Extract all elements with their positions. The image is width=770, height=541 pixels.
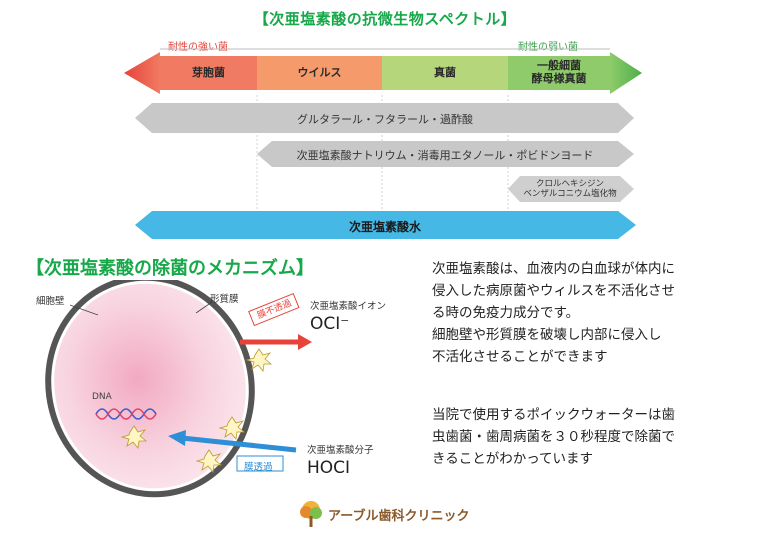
arrow-left-head [124,52,160,94]
para1-line: 細胞壁や形質膜を破壊し内部に侵入し [432,327,662,343]
bar-chlorhexidine [508,176,634,202]
segment-label-spore: 芽胞菌 [192,66,225,79]
cell-wall-leader [69,304,99,316]
cell-wall-label: 細胞壁 [36,296,65,307]
description-paragraph-1: 次亜塩素酸は、血液内の白血球が体内に 侵入した病原菌やウィルスを不活化させ る時… [432,258,752,368]
bar-label-hypochlorous-water: 次亜塩素酸水 [348,220,421,234]
para1-line: 次亜塩素酸は、血液内の白血球が体内に [432,261,675,277]
ion-label: 次亜塩素酸イオン [310,301,387,312]
segment-label-virus: ウイルス [297,66,342,79]
segment-bacteria [508,56,610,90]
strong-resistance-label: 耐性の強い菌 [168,42,228,53]
molecule-label: 次亜塩素酸分子 [307,445,374,456]
segment-fungi [382,56,508,90]
spectrum-graphic [124,48,642,239]
impermeable-box [248,292,300,327]
molecule-arrow-shaft [181,435,297,453]
dna-strand-2 [95,408,157,420]
bar-label-glutaral: グルタラール・フタラール・過酢酸 [297,113,473,126]
tree-logo-icon [300,501,322,527]
bar-hypochlorous-water [135,211,636,239]
bar-glutaral [135,103,634,133]
segment-label-fungi: 真菌 [434,66,456,79]
para1-line: 不活化させることができます [432,349,608,365]
ion-arrow-head [298,334,312,350]
mechanism-diagram [45,280,312,498]
para2-line: きることがわかっています [432,451,594,467]
segment-label-bacteria: 一般細菌 酵母様真菌 [531,59,587,85]
segment-spore [160,56,257,90]
clinic-name: アーブル歯科クリニック [328,509,470,524]
membrane-label: 形質膜 [210,294,239,305]
molecule-arrow-head [168,430,186,446]
arrow-right-head [610,52,642,94]
para2-line: 当院で使用するポイックウォーターは歯 [432,407,675,423]
weak-resistance-label: 耐性の弱い菌 [518,42,578,53]
para1-line: る時の免疫力成分です。 [432,305,580,321]
dna-strand-1 [95,408,157,420]
para1-line: 侵入した病原菌やウィルスを不活化させ [432,283,675,299]
para2-line: 虫歯菌・歯周病菌を３０秒程度で除菌で [432,429,675,445]
bar-sodium-hypochlorite [257,141,634,167]
bar-label-sodium: 次亜塩素酸ナトリウム・消毒用エタノール・ポビドンヨード [296,149,594,162]
permeable-box [236,455,284,472]
description-paragraph-2: 当院で使用するポイックウォーターは歯 虫歯菌・歯周病菌を３０秒程度で除菌で きる… [432,404,752,470]
molecule-formula: HOCI [307,458,351,478]
cytoplasm [54,283,246,489]
bar-label-chlorhexidine: クロルヘキシジン ベンザルコニウム塩化物 [523,179,617,199]
spectrum-title: 【次亜塩素酸の抗微生物スペクトル】 [253,10,517,28]
membrane-leader [195,301,213,314]
ion-formula: OCI⁻ [310,314,350,334]
mechanism-title: 【次亜塩素酸の除菌のメカニズム】 [26,258,314,279]
dna-label: DNA [92,392,112,402]
burst-marks [120,348,273,473]
guide-lines [256,95,509,212]
permeable-label: 膜透過 [244,462,273,473]
segment-virus [257,56,382,90]
